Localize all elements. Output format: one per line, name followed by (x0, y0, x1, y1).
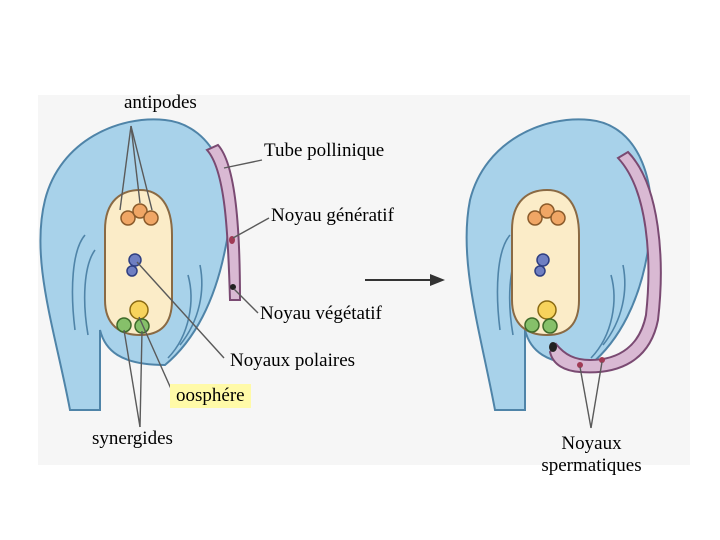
label-noyau-vegetatif: Noyau végétatif (260, 303, 382, 324)
label-noyaux-spermatiques: Noyaux spermatiques (520, 433, 663, 477)
right-pointer-lines (579, 361, 603, 429)
pointer-polaires (136, 261, 225, 359)
label-noyau-generatif: Noyau génératif (271, 205, 394, 226)
integument-line (167, 274, 192, 359)
egg-cell (537, 300, 557, 320)
integument-line (179, 264, 203, 346)
label-noyaux-polaires: Noyaux polaires (230, 350, 356, 371)
label-antipodes: antipodes (124, 92, 197, 113)
sperm-nucleus (577, 362, 583, 368)
pointer-synergides (123, 329, 141, 428)
integument-line (602, 264, 626, 346)
label-synergides: synergides (92, 428, 173, 449)
polar-nucleus (534, 265, 546, 277)
integument-line (590, 274, 615, 359)
pointer-antipodes (130, 125, 141, 204)
antipode-cell (132, 203, 148, 219)
label-oosphere: oosphére (170, 384, 251, 408)
antipode-cell (120, 210, 136, 226)
synergid-cell (542, 318, 558, 334)
polar-nucleus (536, 253, 550, 267)
polar-nucleus (126, 265, 138, 277)
antipode-cell (539, 203, 555, 219)
pointer-oosphere (138, 316, 173, 392)
right-arrow (365, 274, 445, 286)
vegetative-nucleus (230, 284, 236, 290)
vegetative-nucleus (549, 342, 557, 352)
left-pointer-lines (119, 125, 270, 428)
antipode-cell (143, 210, 159, 226)
right-pollen-tube (548, 150, 662, 374)
label-tube-pollinique: Tube pollinique (264, 140, 385, 161)
right-ovule (465, 118, 653, 411)
pointer-generative (232, 217, 270, 239)
integument-line (83, 249, 96, 336)
pointer-synergides (139, 330, 143, 428)
label-noyaux-spermatiques-line1: Noyaux (561, 433, 622, 454)
pointer-spermatiques (579, 366, 592, 429)
label-noyaux-spermatiques-line2: spermatiques (541, 454, 642, 476)
integument-line (496, 234, 511, 331)
pointer-vegetative (233, 288, 259, 314)
synergid-cell (116, 317, 132, 333)
synergid-cell (134, 318, 150, 334)
pointer-antipodes (130, 125, 153, 211)
pointer-antipodes (119, 125, 132, 211)
synergid-cell (524, 317, 540, 333)
sperm-nucleus (599, 357, 605, 363)
egg-cell (129, 300, 149, 320)
pointer-spermatiques (590, 361, 603, 429)
pointer-tube (223, 159, 263, 169)
antipode-cell (550, 210, 566, 226)
antipode-cell (527, 210, 543, 226)
integument-line (71, 234, 86, 331)
pollen-tube-body (205, 143, 242, 301)
